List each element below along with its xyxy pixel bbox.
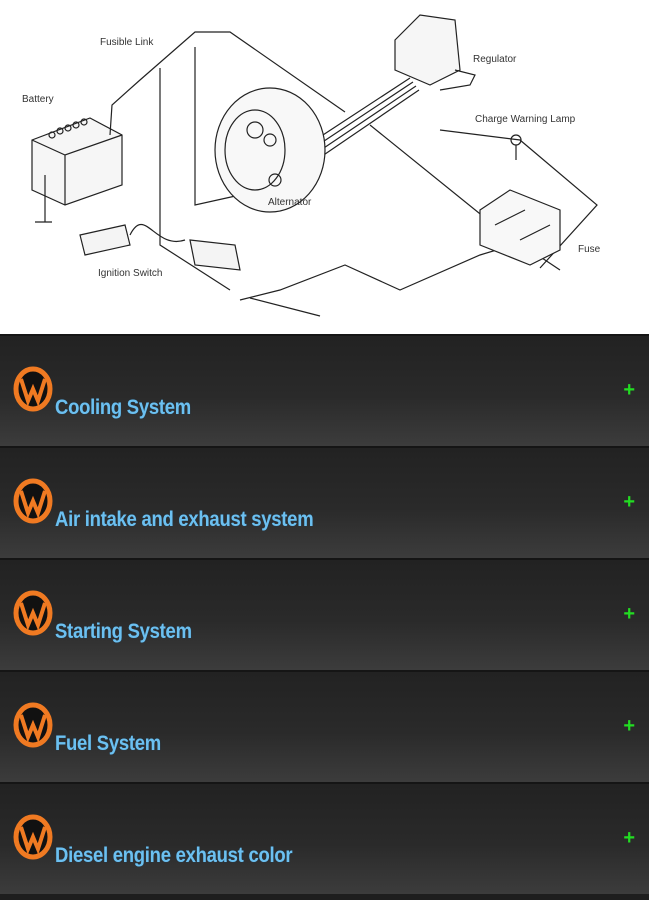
fuse-drawing (479, 189, 561, 266)
list-item-label: Diesel engine exhaust color (55, 844, 293, 867)
list-item-label: Starting System (55, 620, 192, 643)
label-alternator: Alternator (268, 197, 312, 208)
label-ignition-switch: Ignition Switch (98, 268, 162, 279)
list-item[interactable]: Fuel System + (0, 670, 649, 782)
plus-icon[interactable]: + (623, 491, 635, 513)
list-item[interactable]: Cooling System + (0, 334, 649, 446)
plus-icon[interactable]: + (623, 603, 635, 625)
w-logo-icon (13, 478, 53, 524)
list-item-label: Cooling System (55, 396, 191, 419)
regulator-drawing (299, 14, 476, 166)
w-logo-icon (13, 814, 53, 860)
plus-icon[interactable]: + (623, 715, 635, 737)
list-item-label: Fuel System (55, 732, 161, 755)
w-logo-icon (13, 366, 53, 412)
list-item-label: Air intake and exhaust system (55, 508, 314, 531)
label-battery: Battery (22, 94, 54, 105)
label-fuse: Fuse (578, 244, 601, 255)
ignition-switch-drawing (79, 223, 241, 271)
battery-drawing (31, 117, 123, 223)
label-fusible-link: Fusible Link (100, 37, 154, 48)
label-regulator: Regulator (473, 54, 517, 65)
list-item[interactable]: Diesel engine exhaust color + (0, 782, 649, 894)
label-charge-warning-lamp: Charge Warning Lamp (475, 114, 576, 125)
w-logo-icon (13, 590, 53, 636)
wiring-diagram-image: Fusible Link Battery Regulator Charge Wa… (0, 0, 649, 334)
plus-icon[interactable]: + (623, 827, 635, 849)
list-item[interactable]: Air intake and exhaust system + (0, 446, 649, 558)
list-item[interactable]: Starting System + (0, 558, 649, 670)
w-logo-icon (13, 702, 53, 748)
plus-icon[interactable]: + (623, 379, 635, 401)
alternator-drawing (214, 87, 326, 213)
topic-list: Cooling System + Air intake and exhaust … (0, 334, 649, 894)
